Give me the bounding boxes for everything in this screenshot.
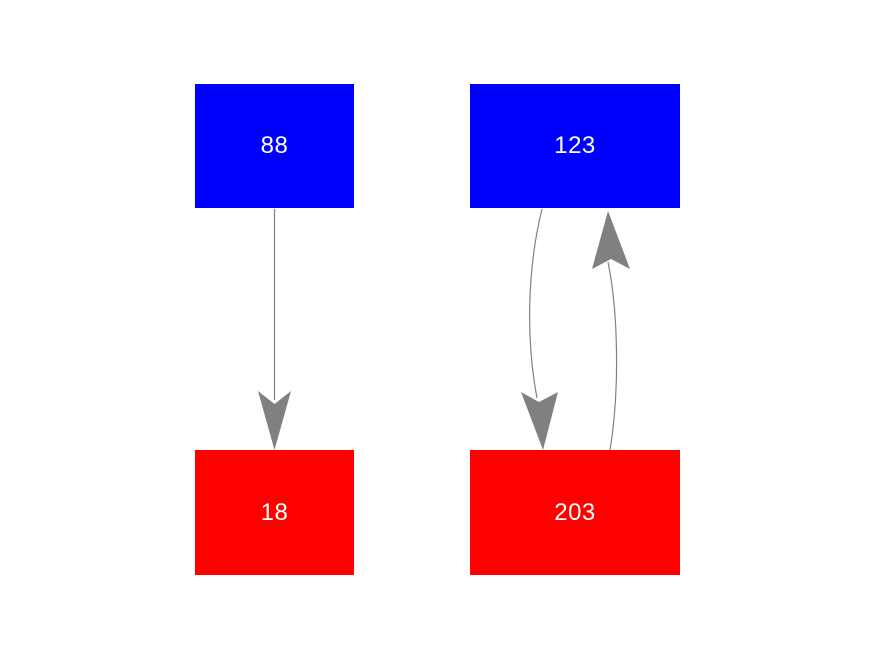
edge-123-to-203: [521, 208, 558, 450]
edge-88-to-18-arrowhead: [258, 391, 291, 450]
edge-203-to-123: [592, 211, 630, 451]
graph-node-18[interactable]: 18: [195, 450, 354, 575]
graph-node-label: 18: [260, 498, 289, 526]
graph-node-88[interactable]: 88: [195, 84, 354, 208]
edge-123-to-203-line: [529, 208, 543, 399]
edge-123-to-203-arrowhead: [521, 392, 558, 450]
graph-node-label: 88: [260, 132, 289, 159]
graph-node-203[interactable]: 203: [470, 450, 680, 575]
graph-node-123[interactable]: 123: [470, 84, 680, 208]
graph-node-label: 203: [554, 498, 596, 526]
edge-203-to-123-arrowhead: [592, 211, 630, 269]
edge-88-to-18: [258, 209, 291, 450]
graph-node-label: 123: [554, 132, 596, 159]
edge-203-to-123-line: [607, 261, 618, 451]
